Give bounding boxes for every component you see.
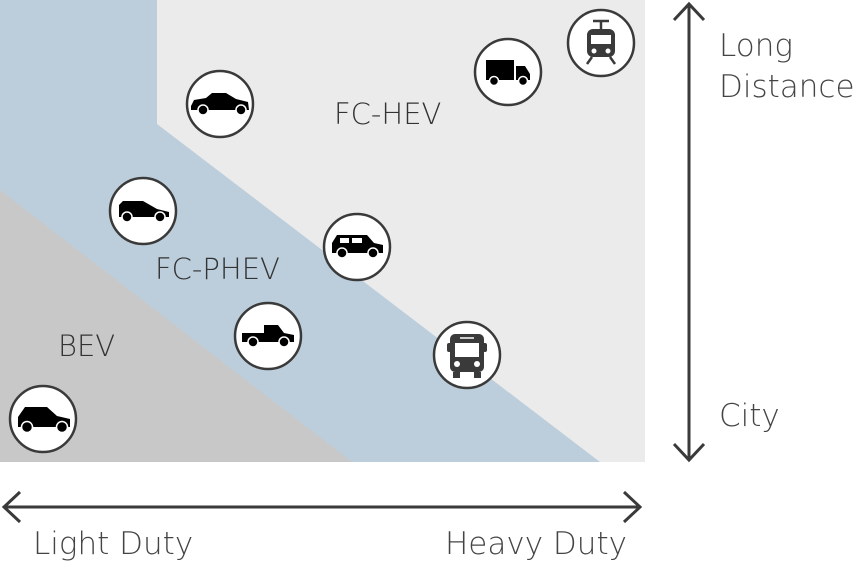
truck-icon bbox=[473, 37, 543, 107]
bev-label: BEV bbox=[58, 329, 116, 363]
distance-label: Distance bbox=[719, 69, 855, 105]
distance-axis-arrow bbox=[672, 1, 706, 463]
bev-region bbox=[0, 190, 352, 462]
long-label: Long bbox=[719, 28, 793, 64]
city-label: City bbox=[719, 398, 780, 434]
hatchback-icon bbox=[108, 176, 178, 246]
fc-phev-label: FC-PHEV bbox=[155, 252, 280, 286]
sedan-icon bbox=[185, 69, 255, 139]
suv-icon bbox=[322, 212, 392, 282]
heavy-duty-label: Heavy Duty bbox=[445, 526, 627, 562]
tram-icon bbox=[566, 8, 636, 78]
light-duty-label: Light Duty bbox=[33, 526, 194, 562]
bus-icon bbox=[432, 320, 502, 390]
fc-hev-label: FC-HEV bbox=[334, 97, 442, 131]
duty-axis-arrow bbox=[1, 490, 643, 524]
microcar-icon bbox=[8, 384, 78, 454]
pickup-icon bbox=[233, 301, 303, 371]
